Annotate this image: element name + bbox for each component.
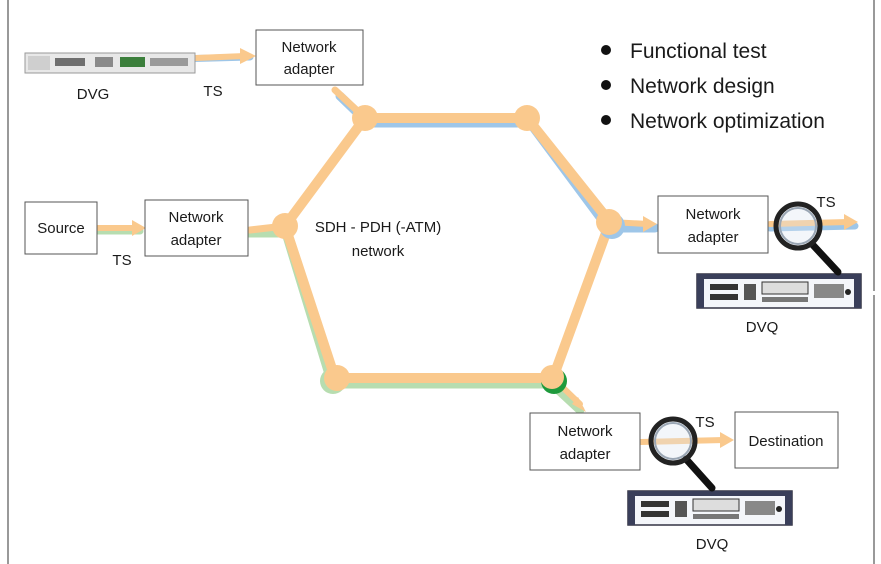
dvq-knob	[845, 289, 851, 295]
dvq-device-right	[696, 273, 862, 309]
arrow-head-dvg	[240, 48, 256, 64]
dvg-display	[120, 57, 145, 67]
network-label-line2: network	[352, 243, 405, 260]
dvq-controls	[814, 284, 844, 298]
bullet-list: Functional test Network design Network o…	[601, 40, 825, 133]
box-outline	[734, 411, 839, 469]
source-box: Source	[24, 201, 98, 255]
left-network-adapter-box: Network adapter	[144, 199, 249, 257]
bottom-network-adapter-box: Network adapter	[529, 412, 641, 471]
box-label: Destination	[748, 433, 823, 450]
dvq-controls	[745, 501, 775, 515]
ring-node	[272, 213, 298, 239]
bullet-text: Network design	[630, 75, 775, 98]
ts-label: TS	[203, 83, 222, 100]
ring-node	[540, 365, 564, 389]
arrow-dvg-to-adapter	[193, 53, 248, 61]
dvq-handle	[697, 274, 704, 308]
dvq-buttons	[693, 514, 739, 519]
right-network-adapter-box: Network adapter	[657, 195, 769, 254]
top-network-adapter-box: Network adapter	[255, 29, 364, 86]
box-label: Network	[557, 423, 613, 440]
dvq-buttons	[762, 297, 808, 302]
dvq-display	[761, 281, 809, 295]
dvg-panel	[55, 58, 85, 66]
box-outline	[255, 29, 364, 86]
bullet-text: Network optimization	[630, 110, 825, 133]
ts-label: TS	[816, 194, 835, 211]
magnifier-icon	[773, 201, 842, 276]
arrow-head-right-adapter	[643, 216, 657, 232]
bullet-dot-icon	[601, 115, 611, 125]
network-ring	[26, 48, 859, 448]
box-outline	[144, 199, 249, 257]
magnifier-lens	[773, 201, 823, 251]
bullet-dot-icon	[601, 80, 611, 90]
flow-blue-ts-right	[766, 222, 859, 232]
destination-box: Destination	[734, 411, 839, 469]
magnifier-handle	[808, 240, 842, 276]
ring-node	[596, 209, 622, 235]
dvq-label: DVQ	[746, 319, 779, 336]
box-label: adapter	[688, 229, 739, 246]
ring-node	[514, 105, 540, 131]
dvq-top-bar	[697, 274, 861, 279]
dvg-panel	[95, 57, 113, 67]
dvg-panel	[28, 56, 50, 70]
dvq-label: DVQ	[696, 536, 729, 553]
arrow-head-source	[132, 220, 146, 236]
arrow-head-right-ts	[844, 214, 858, 230]
arrow-head-destination	[720, 432, 734, 448]
hexagon-ring	[280, 113, 615, 383]
dvq-keypad	[675, 501, 687, 517]
dvg-label: DVG	[77, 86, 110, 103]
dvg-device	[24, 52, 196, 74]
dvq-handle	[628, 491, 635, 525]
dvq-keypad	[744, 284, 756, 300]
dvg-panel	[150, 58, 188, 66]
ts-label: TS	[695, 414, 714, 431]
box-label: adapter	[284, 61, 335, 78]
box-label: Network	[685, 206, 741, 223]
dvq-slot	[641, 501, 669, 507]
network-label-line1: SDH - PDH (-ATM)	[315, 219, 441, 236]
box-label: adapter	[171, 232, 222, 249]
arrow-right-ts	[767, 219, 851, 227]
box-label: Network	[281, 39, 337, 56]
dvq-slot	[710, 284, 738, 290]
dvq-slot	[710, 294, 738, 300]
box-label: Source	[37, 220, 85, 237]
arrow-head-bottom-adapter	[572, 397, 586, 412]
dvq-slot	[641, 511, 669, 517]
box-label: adapter	[560, 446, 611, 463]
ring-node	[324, 365, 350, 391]
box-outline	[657, 195, 769, 254]
box-outline	[529, 412, 641, 471]
bullet-text: Functional test	[630, 40, 767, 63]
dvq-handle	[854, 274, 861, 308]
magnifier-icon	[648, 416, 716, 492]
dvq-knob	[776, 506, 782, 512]
magnifier-handle	[682, 455, 716, 492]
box-outline	[24, 201, 98, 255]
dvq-top-bar	[628, 491, 792, 496]
box-label: Network	[168, 209, 224, 226]
dvq-device-bottom	[627, 490, 793, 526]
bullet-item: Network optimization	[601, 110, 825, 133]
dvq-display	[692, 498, 740, 512]
bullet-dot-icon	[601, 45, 611, 55]
bullet-item: Functional test	[601, 40, 767, 63]
magnifier-rim	[654, 422, 692, 460]
ts-label: TS	[112, 252, 131, 269]
magnifier-rim	[779, 207, 817, 245]
ring-node	[352, 105, 378, 131]
dvq-handle	[785, 491, 792, 525]
bullet-item: Network design	[601, 75, 775, 98]
magnifier-lens	[648, 416, 698, 466]
